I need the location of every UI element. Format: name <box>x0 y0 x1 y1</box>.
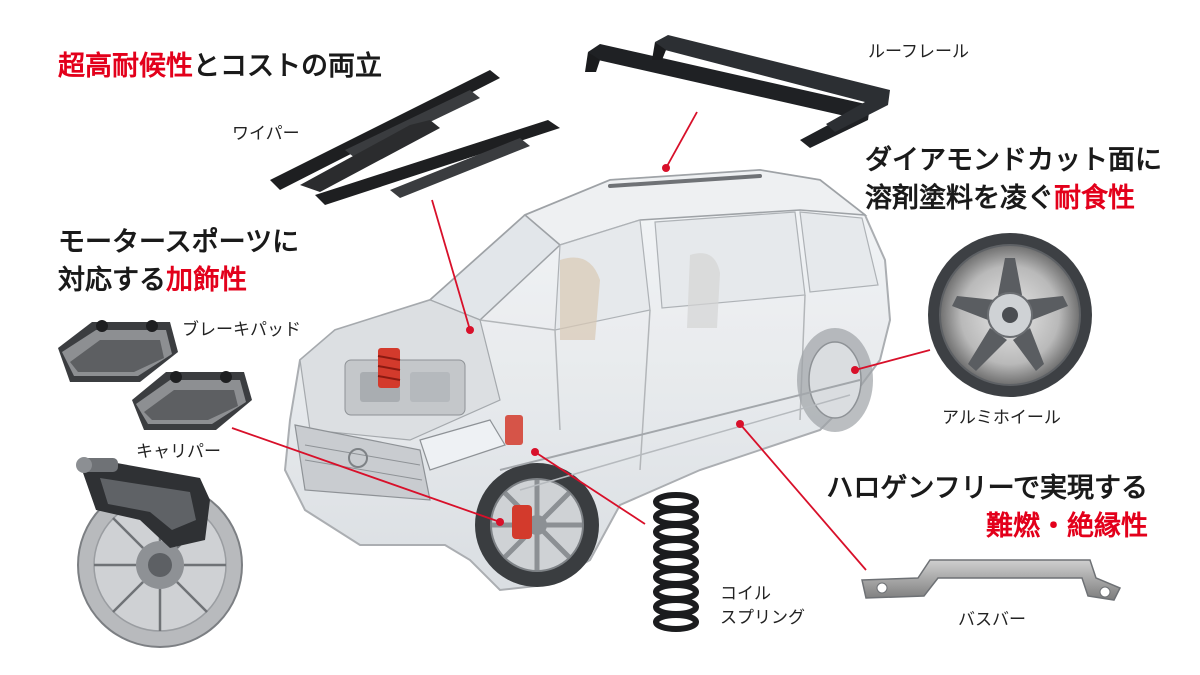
wiper-blade-icon <box>270 70 560 205</box>
headline-diamond-line2-plain: 溶剤塗料を凌ぐ <box>865 183 1054 214</box>
headline-motorsports-line2: 対応する加飾性 <box>58 262 299 300</box>
dot-bus-bar <box>736 420 744 428</box>
car-front-wheel <box>475 463 599 587</box>
headline-halogen-line1: ハロゲンフリーで実現する <box>826 473 1148 504</box>
label-alloy-wheel: アルミホイール <box>942 408 1061 428</box>
alloy-wheel-icon <box>928 233 1092 397</box>
headline-cost-accent: 超高耐候性 <box>58 51 193 82</box>
brake-pad-icon <box>58 320 252 430</box>
dot-caliper <box>496 518 504 526</box>
headline-motorsports: モータースポーツに 対応する加飾性 <box>58 224 299 300</box>
headline-diamond-line2: 溶剤塗料を凌ぐ耐食性 <box>865 180 1162 218</box>
headline-diamond: ダイアモンドカット面に 溶剤塗料を凌ぐ耐食性 <box>865 142 1162 218</box>
headline-cost: 超高耐候性とコストの両立 <box>58 48 382 86</box>
headline-halogen: ハロゲンフリーで実現する 難燃・絶縁性 <box>808 470 1148 546</box>
dot-roof-rail <box>662 164 670 172</box>
front-shock-highlight <box>377 348 401 388</box>
label-coil-spring-line1: コイル <box>720 584 771 604</box>
headline-motorsports-line2-accent: 加飾性 <box>166 265 247 296</box>
headline-cost-rest: とコストの両立 <box>193 51 382 82</box>
car-rear-wheel <box>797 328 873 432</box>
roof-rail-icon <box>585 35 890 148</box>
headline-motorsports-line2-plain: 対応する <box>58 265 166 296</box>
dot-alloy-wheel <box>851 366 859 374</box>
bus-bar-icon <box>861 559 1122 601</box>
leader-lines <box>231 111 931 571</box>
label-caliper: キャリパー <box>136 442 221 462</box>
leader-bus-bar <box>739 423 867 571</box>
headline-halogen-line2: 難燃・絶縁性 <box>986 511 1148 542</box>
leader-wiper <box>431 199 471 331</box>
car-xray-illustration <box>283 168 892 592</box>
label-roof-rail: ルーフレール <box>868 42 969 62</box>
leader-alloy-wheel <box>854 349 931 371</box>
dot-coil-spring <box>531 448 539 456</box>
label-brake-pad: ブレーキパッド <box>182 320 301 340</box>
brake-caliper-icon <box>76 457 210 548</box>
leader-dots <box>466 164 859 526</box>
headline-diamond-line2-accent: 耐食性 <box>1054 183 1135 214</box>
label-coil-spring-line2: スプリング <box>720 608 805 628</box>
label-coil-spring: コイル スプリング <box>720 582 805 630</box>
dot-wiper <box>466 326 474 334</box>
label-wiper: ワイパー <box>232 124 300 144</box>
headline-motorsports-line1: モータースポーツに <box>58 227 300 258</box>
coil-spring-icon <box>653 492 699 632</box>
leader-caliper <box>231 427 501 523</box>
leader-coil-spring <box>534 451 646 525</box>
headline-diamond-line1: ダイアモンドカット面に <box>865 145 1162 176</box>
label-bus-bar: バスバー <box>958 610 1026 630</box>
leader-roof-rail <box>665 111 698 169</box>
